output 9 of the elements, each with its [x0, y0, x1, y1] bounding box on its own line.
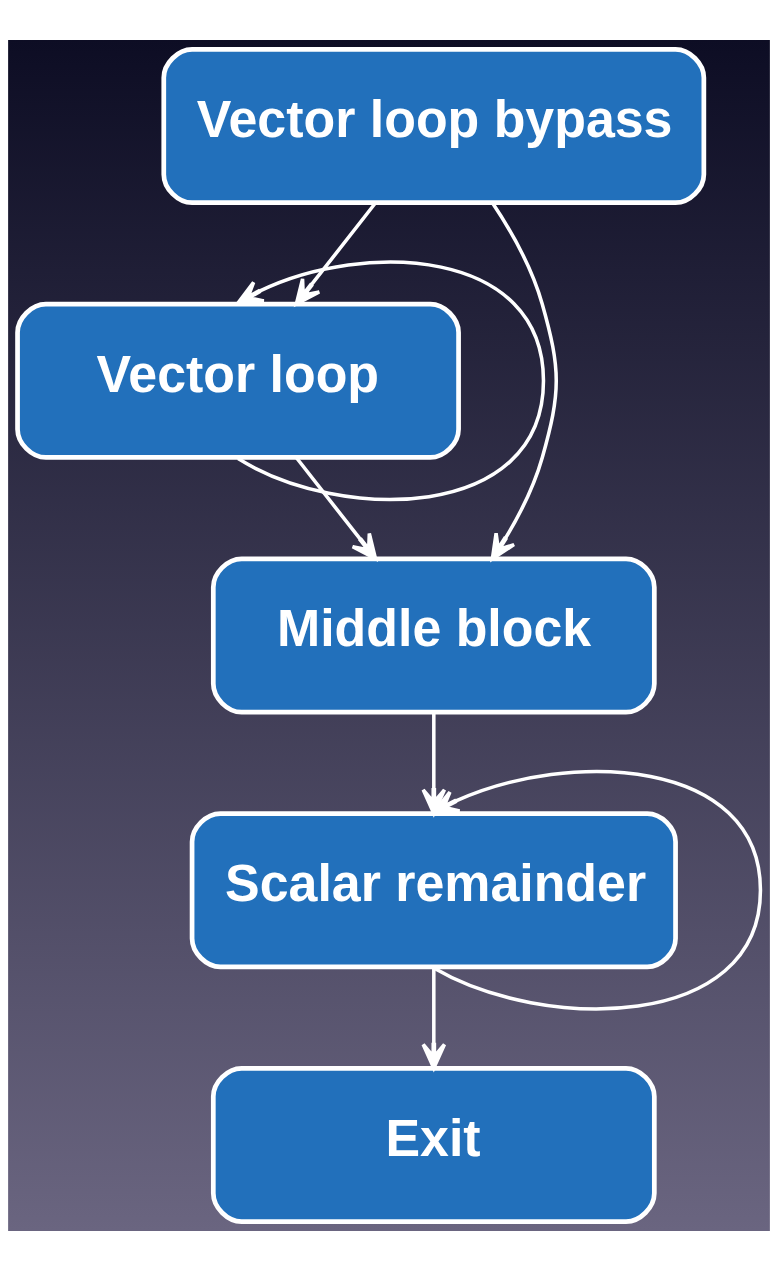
arrow [294, 456, 378, 561]
node-box: Vector loop [15, 301, 461, 460]
node-box: Scalar remainder [189, 811, 678, 970]
node-box: Middle block [210, 556, 657, 715]
node-box: Vector loop bypass [161, 47, 707, 206]
arrow [421, 966, 447, 1070]
arrow [236, 260, 546, 502]
arrow [432, 770, 763, 1011]
node-box: Exit [210, 1065, 657, 1224]
